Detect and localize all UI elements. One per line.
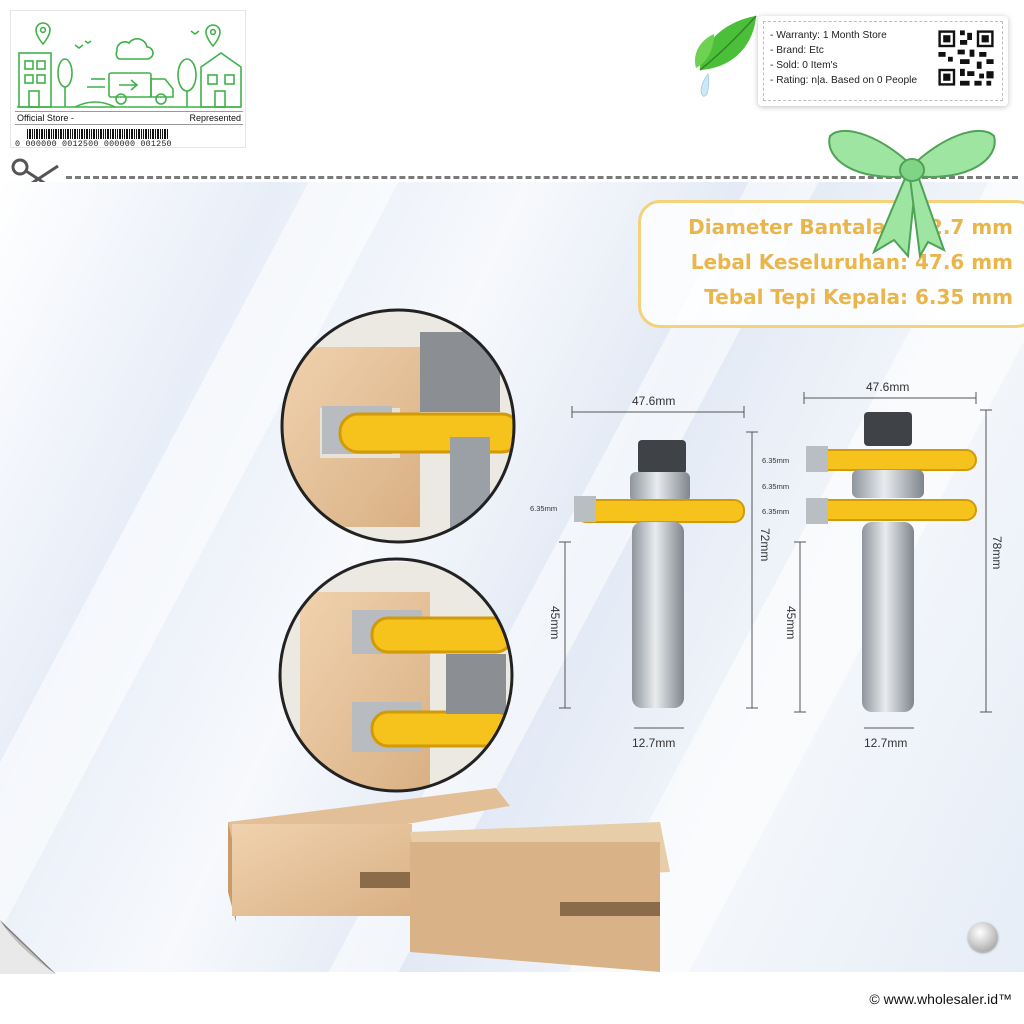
dim-left-shank: 12.7mm	[632, 736, 676, 750]
official-store-label: Official Store -	[17, 113, 74, 123]
router-bit-left	[574, 440, 745, 708]
dim-left-width: 47.6mm	[632, 394, 676, 408]
router-bit-illustration	[228, 308, 992, 972]
metal-dot-button[interactable]	[968, 922, 998, 952]
dim-left-overall: 72mm	[758, 528, 772, 562]
ribbon-bow-icon	[828, 129, 996, 258]
barcode-bars	[15, 129, 243, 139]
dim-right-width: 47.6mm	[866, 380, 910, 394]
warranty-info: - Warranty: 1 Month Store	[770, 30, 887, 41]
leaf-icon	[694, 15, 757, 97]
qr-code-icon[interactable]	[936, 28, 996, 88]
wood-joint	[228, 788, 670, 972]
brand-info: - Brand: Etc	[770, 45, 824, 56]
detail-circle-bottom	[280, 562, 512, 791]
page-curl-corner	[0, 920, 56, 974]
spec-panel: Diameter Bantalan: 12.7 mm Lebal Keselur…	[638, 200, 1024, 328]
dim-right-edge-mid: 6.35mm	[762, 482, 790, 491]
dim-right-overall: 78mm	[990, 536, 1004, 570]
product-info-card: - Warranty: 1 Month Store - Brand: Etc -…	[758, 16, 1008, 106]
dim-right-edge-top: 6.35mm	[762, 456, 790, 465]
dimension-lines	[559, 392, 992, 729]
store-label-row: Official Store - Represented	[15, 111, 243, 125]
spec-overall-width: Lebal Keseluruhan: 47.6 mm	[690, 250, 1013, 274]
barcode: 0 000000 0012500 000000 001250	[15, 129, 243, 149]
store-delivery-illustration	[17, 22, 242, 108]
dim-right-edge-bottom: 6.35mm	[762, 507, 790, 516]
copyright-footer: © www.wholesaler.id™	[869, 991, 1012, 1007]
product-photo: Diameter Bantalan: 12.7 mm Lebal Keselur…	[0, 182, 1024, 972]
dim-right-shank-length: 45mm	[784, 606, 798, 640]
spec-edge-thickness: Tebal Tepi Kepala: 6.35 mm	[704, 285, 1013, 309]
spec-bearing-diameter: Diameter Bantalan: 12.7 mm	[688, 215, 1013, 239]
dim-left-shank-length: 45mm	[548, 606, 562, 640]
info-card-border: - Warranty: 1 Month Store - Brand: Etc -…	[763, 21, 1003, 101]
dim-left-edge: 6.35mm	[530, 504, 558, 513]
cut-line-divider	[66, 176, 1018, 179]
dim-right-shank: 12.7mm	[864, 736, 908, 750]
detail-circle-top	[282, 310, 514, 542]
barcode-digits: 0 000000 0012500 000000 001250	[15, 139, 172, 149]
router-bit-right	[806, 412, 977, 712]
sold-info: - Sold: 0 Item's	[770, 60, 838, 71]
represented-label: Represented	[189, 113, 241, 123]
rating-info: - Rating: n|a. Based on 0 People	[770, 75, 918, 86]
product-info-list: - Warranty: 1 Month Store - Brand: Etc -…	[770, 28, 917, 88]
store-card: Official Store - Represented 0 000000 00…	[10, 10, 246, 149]
